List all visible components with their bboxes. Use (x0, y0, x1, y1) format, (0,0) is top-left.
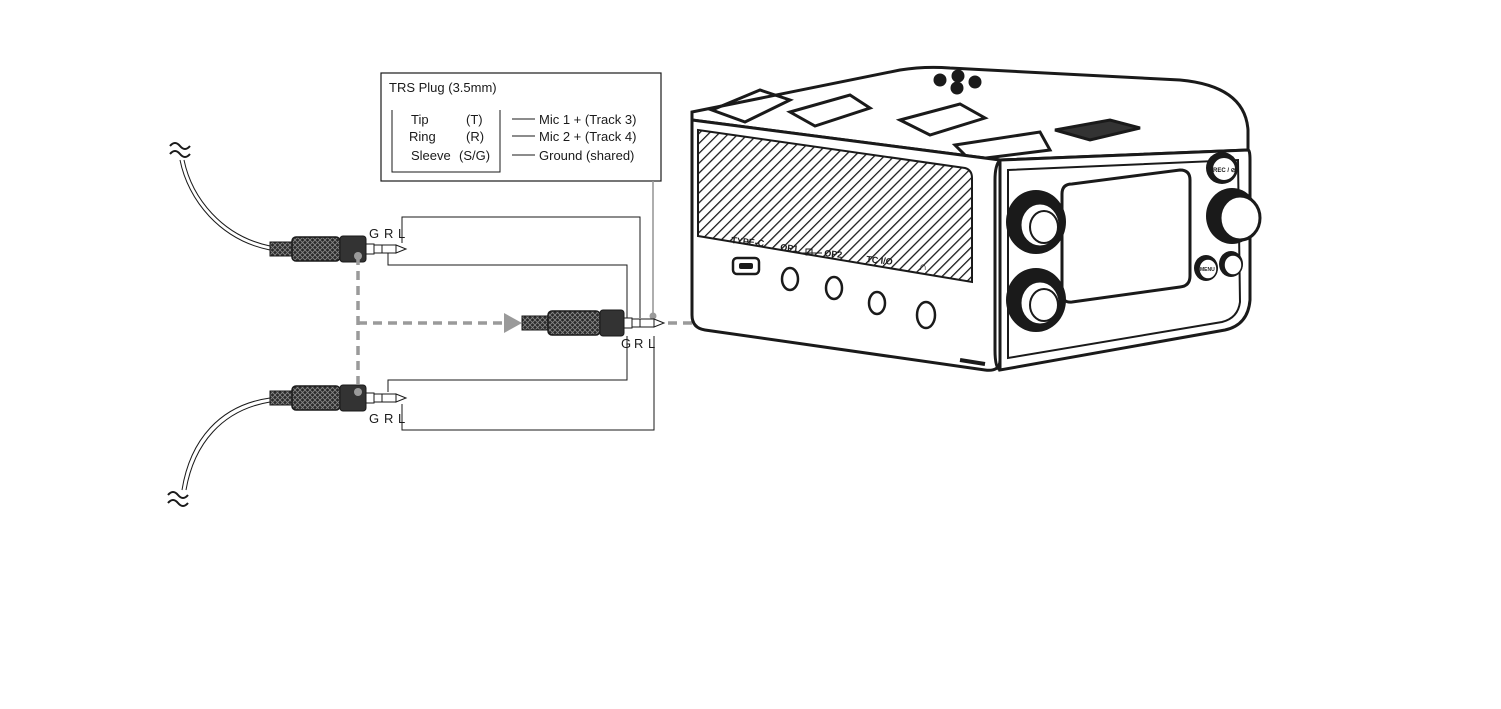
signal-junction-top (354, 252, 362, 260)
speaker-grille (697, 128, 973, 284)
legend-row-ring-name: Ring (409, 129, 436, 144)
op2-jack[interactable] (824, 275, 844, 301)
legend-leader-dot (649, 312, 657, 320)
plug-mic1-label-r: R (384, 226, 393, 241)
port-label-tc-io: TC I/O (866, 254, 893, 267)
cable-bottom (167, 397, 271, 507)
gain-knob-2[interactable] (1006, 268, 1066, 332)
op1-jack[interactable] (780, 266, 800, 292)
plug-mic2-label-r: R (384, 411, 393, 426)
device-top-details (707, 69, 1141, 162)
plug-mic1-label-g: G (369, 226, 379, 241)
gain-knob-1[interactable] (1006, 190, 1066, 254)
recorder-device: TYPE-C OP1 OP2 TC I/O ∩ (690, 65, 1262, 372)
menu-button-label: MENU (1200, 267, 1215, 273)
trs-plug-mic2: G R L (269, 384, 408, 426)
legend-row-tip-desc: Mic 1 + (Track 3) (539, 112, 636, 127)
mic-mute-button[interactable] (1219, 251, 1243, 277)
plug-output-label-g: G (621, 336, 631, 351)
legend-row-ring-desc: Mic 2 + (Track 4) (539, 129, 636, 144)
port-label-op1: OP1 (780, 242, 799, 254)
plug-output-label-l: L (648, 336, 655, 351)
plug-mic2-label-g: G (369, 411, 379, 426)
legend-row-tip-name: Tip (411, 112, 429, 127)
signal-junction-bottom (354, 388, 362, 396)
legend-row-sleeve-desc: Ground (shared) (539, 148, 634, 163)
rec-button-label: REC / ⊘ (1213, 168, 1236, 174)
trs-legend: TRS Plug (3.5mm) Tip (T) Mic 1 + (Track … (380, 72, 662, 182)
tc-io-jack[interactable] (867, 290, 887, 316)
wiring-lines (387, 216, 655, 431)
cable-break-icon-top (169, 142, 191, 158)
plug-output-label-r: R (634, 336, 643, 351)
port-label-type-c: TYPE-C (731, 235, 765, 248)
legend-row-tip-code: (T) (466, 112, 483, 127)
trs-plug-mic1: G R L (269, 226, 408, 263)
port-label-headphone: ∩ (919, 261, 927, 273)
legend-row-sleeve-code: (S/G) (459, 148, 490, 163)
navigation-wheel[interactable] (1206, 188, 1262, 244)
device-screen (1060, 168, 1192, 304)
legend-row-ring-code: (R) (466, 129, 484, 144)
headphone-jack[interactable] (915, 300, 937, 330)
cable-break-icon-bottom (167, 491, 189, 507)
cable-top (169, 142, 271, 251)
trs-plug-output: G R L (521, 309, 666, 351)
port-label-op2: OP2 (824, 248, 843, 260)
legend-title: TRS Plug (3.5mm) (389, 80, 497, 95)
rec-button[interactable]: REC / ⊘ (1206, 152, 1238, 184)
legend-row-sleeve-name: Sleeve (411, 148, 451, 163)
signal-arrow-icon-1 (504, 313, 522, 333)
menu-button[interactable]: MENU (1194, 255, 1218, 281)
